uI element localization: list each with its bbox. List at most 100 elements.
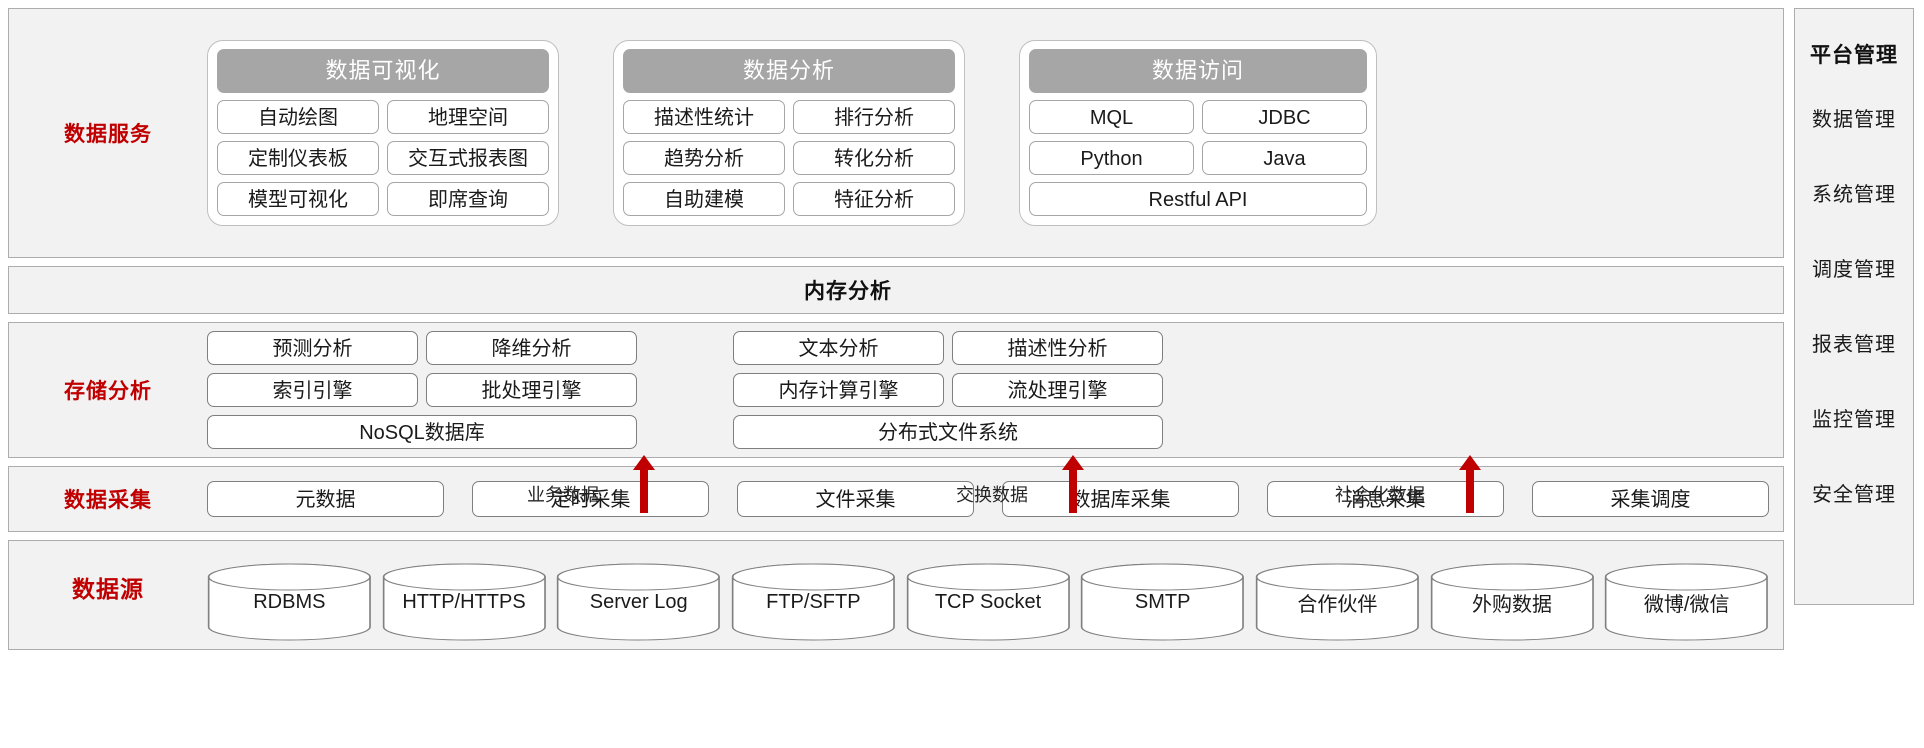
sidebar-item-security-management[interactable]: 安全管理 — [1812, 484, 1896, 506]
storage-box-batch-engine[interactable]: 批处理引擎 — [426, 373, 637, 407]
service-group-data-access: 数据访问 MQL JDBC Python Java Restful API — [1019, 40, 1377, 226]
chip-row: 自助建模 特征分析 — [623, 182, 955, 216]
cylinder-icon — [1430, 563, 1594, 641]
storage-row: NoSQL数据库 — [207, 415, 637, 449]
collect-box-file-collect[interactable]: 文件采集 — [737, 481, 974, 517]
group-header-visualization: 数据可视化 — [217, 49, 549, 93]
data-source-label: 微博/微信 — [1643, 594, 1730, 617]
storage-box-in-memory-compute-engine[interactable]: 内存计算引擎 — [733, 373, 944, 407]
service-chip-restful-api[interactable]: Restful API — [1029, 182, 1367, 216]
storage-column-left: 预测分析 降维分析 索引引擎 批处理引擎 NoSQL数据库 — [207, 331, 637, 449]
group-header-data-access: 数据访问 — [1029, 49, 1367, 93]
cylinder-icon — [731, 563, 895, 641]
collect-box-database-collect[interactable]: 数据库采集 — [1002, 481, 1239, 517]
sidebar-item-data-management[interactable]: 数据管理 — [1812, 109, 1896, 131]
sidebar-title: 平台管理 — [1810, 44, 1898, 67]
service-chip-mql[interactable]: MQL — [1029, 100, 1194, 134]
service-chip-adhoc-query[interactable]: 即席查询 — [387, 182, 549, 216]
service-chip-interactive-report[interactable]: 交互式报表图 — [387, 141, 549, 175]
sidebar-item-schedule-management[interactable]: 调度管理 — [1812, 259, 1896, 281]
up-arrow-icon — [633, 455, 655, 513]
storage-box-distributed-file-system[interactable]: 分布式文件系统 — [733, 415, 1163, 449]
storage-column-right: 文本分析 描述性分析 内存计算引擎 流处理引擎 分布式文件系统 — [733, 331, 1163, 449]
service-chip-geospatial[interactable]: 地理空间 — [387, 100, 549, 134]
storage-box-nosql-database[interactable]: NoSQL数据库 — [207, 415, 637, 449]
chip-row: MQL JDBC — [1029, 100, 1367, 134]
service-chip-ranking-analysis[interactable]: 排行分析 — [793, 100, 955, 134]
data-source-items: RDBMS HTTP/HTTPS Server Log — [207, 563, 1783, 641]
data-source-label: 外购数据 — [1472, 594, 1553, 617]
service-chip-feature-analysis[interactable]: 特征分析 — [793, 182, 955, 216]
storage-box-dimension-reduction[interactable]: 降维分析 — [426, 331, 637, 365]
data-source-cylinder-ftp-sftp[interactable]: FTP/SFTP — [731, 563, 896, 641]
chip-row: Python Java — [1029, 141, 1367, 175]
data-source-label: TCP Socket — [934, 590, 1042, 613]
data-source-label: HTTP/HTTPS — [402, 590, 526, 613]
flow-label-business-data: 业务数据 — [527, 485, 599, 505]
layer-memory-analysis: 内存分析 — [8, 266, 1784, 314]
service-chip-java[interactable]: Java — [1202, 141, 1367, 175]
data-source-cylinder-http-https[interactable]: HTTP/HTTPS — [382, 563, 547, 641]
data-source-label: SMTP — [1134, 590, 1191, 613]
cylinder-icon — [1605, 563, 1769, 641]
service-chip-conversion-analysis[interactable]: 转化分析 — [793, 141, 955, 175]
layer-label-storage-analysis: 存储分析 — [64, 380, 152, 403]
layer-data-source: 数据源 RDBMS HTTP/HTTPS — [8, 540, 1784, 650]
storage-box-text-analysis[interactable]: 文本分析 — [733, 331, 944, 365]
storage-row: 预测分析 降维分析 — [207, 331, 637, 365]
data-collection-items: 元数据 定时采集 文件采集 数据库采集 消息采集 采集调度 — [207, 481, 1783, 517]
service-chip-descriptive-statistics[interactable]: 描述性统计 — [623, 100, 785, 134]
data-source-cylinder-rdbms[interactable]: RDBMS — [207, 563, 372, 641]
collect-box-scheduled-collect[interactable]: 定时采集 — [472, 481, 709, 517]
sidebar-item-report-management[interactable]: 报表管理 — [1812, 334, 1896, 356]
storage-analysis-columns: 预测分析 降维分析 索引引擎 批处理引擎 NoSQL数据库 文本分析 描述性分析 — [207, 331, 1783, 449]
data-source-cylinder-weibo-wechat[interactable]: 微博/微信 — [1604, 563, 1769, 641]
service-chip-custom-dashboard[interactable]: 定制仪表板 — [217, 141, 379, 175]
data-source-cylinder-smtp[interactable]: SMTP — [1080, 563, 1245, 641]
storage-box-stream-engine[interactable]: 流处理引擎 — [952, 373, 1163, 407]
group-header-analysis: 数据分析 — [623, 49, 955, 93]
storage-box-index-engine[interactable]: 索引引擎 — [207, 373, 418, 407]
storage-row: 文本分析 描述性分析 — [733, 331, 1163, 365]
service-chip-jdbc[interactable]: JDBC — [1202, 100, 1367, 134]
cylinder-icon — [382, 563, 546, 641]
data-source-label: RDBMS — [253, 590, 326, 613]
service-chip-auto-chart[interactable]: 自动绘图 — [217, 100, 379, 134]
chip-row: 定制仪表板 交互式报表图 — [217, 141, 549, 175]
collect-box-collect-schedule[interactable]: 采集调度 — [1532, 481, 1769, 517]
chip-row: Restful API — [1029, 182, 1367, 216]
layer-data-collection: 数据采集 元数据 定时采集 文件采集 数据库采集 消息采集 采集调度 — [8, 466, 1784, 532]
platform-management-sidebar: 平台管理 数据管理 系统管理 调度管理 报表管理 监控管理 安全管理 — [1794, 8, 1914, 605]
layer-label-data-service: 数据服务 — [64, 123, 152, 146]
cylinder-icon — [1081, 563, 1245, 641]
data-source-cylinder-tcp-socket[interactable]: TCP Socket — [906, 563, 1071, 641]
storage-box-descriptive-analysis[interactable]: 描述性分析 — [952, 331, 1163, 365]
flow-arrow-business-data — [633, 455, 655, 513]
collect-box-metadata[interactable]: 元数据 — [207, 481, 444, 517]
up-arrow-icon — [1062, 455, 1084, 513]
cylinder-icon — [207, 563, 371, 641]
layer-storage-analysis: 存储分析 预测分析 降维分析 索引引擎 批处理引擎 NoSQL数据库 — [8, 322, 1784, 458]
flow-label-social-data: 社会化数据 — [1335, 485, 1425, 505]
service-chip-trend-analysis[interactable]: 趋势分析 — [623, 141, 785, 175]
storage-row: 内存计算引擎 流处理引擎 — [733, 373, 1163, 407]
sidebar-item-monitor-management[interactable]: 监控管理 — [1812, 409, 1896, 431]
flow-arrow-exchange-data — [1062, 455, 1084, 513]
data-source-cylinder-server-log[interactable]: Server Log — [556, 563, 721, 641]
cylinder-icon — [557, 563, 721, 641]
service-group-analysis: 数据分析 描述性统计 排行分析 趋势分析 转化分析 自助建模 特征分析 — [613, 40, 965, 226]
sidebar-item-system-management[interactable]: 系统管理 — [1812, 184, 1896, 206]
service-chip-model-visualization[interactable]: 模型可视化 — [217, 182, 379, 216]
storage-row: 分布式文件系统 — [733, 415, 1163, 449]
service-chip-self-service-modeling[interactable]: 自助建模 — [623, 182, 785, 216]
flow-label-exchange-data: 交换数据 — [956, 485, 1028, 505]
data-source-cylinder-purchased-data[interactable]: 外购数据 — [1430, 563, 1595, 641]
collect-box-message-collect[interactable]: 消息采集 — [1267, 481, 1504, 517]
service-chip-python[interactable]: Python — [1029, 141, 1194, 175]
diagram-main-column: 数据服务 数据可视化 自动绘图 地理空间 定制仪表板 交互式报表图 模型可视化 … — [8, 8, 1784, 740]
data-source-label: FTP/SFTP — [766, 590, 861, 613]
storage-box-predictive-analysis[interactable]: 预测分析 — [207, 331, 418, 365]
chip-row: 自动绘图 地理空间 — [217, 100, 549, 134]
data-source-cylinder-partner[interactable]: 合作伙伴 — [1255, 563, 1420, 641]
